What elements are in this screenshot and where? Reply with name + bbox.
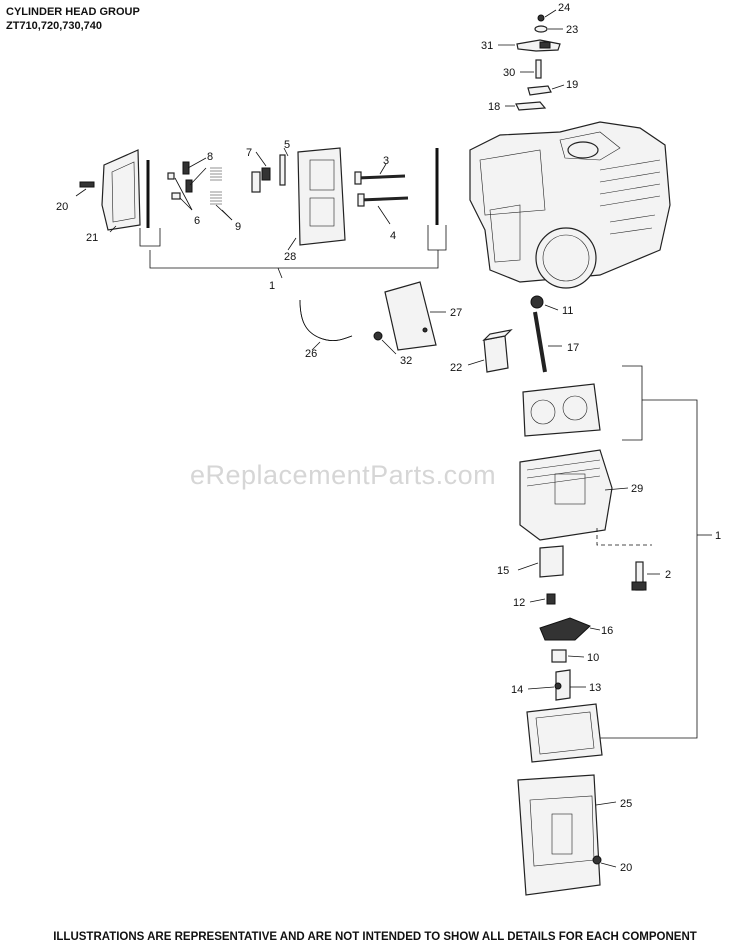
- callout-29: 29: [631, 483, 643, 495]
- callout-1-top: 1: [269, 280, 275, 292]
- part-12-fitting: [529, 593, 556, 605]
- part-9-springs: [210, 167, 233, 221]
- watermark: eReplacementParts.com: [190, 460, 497, 490]
- part-13-adjuster: [555, 669, 586, 701]
- callout-11: 11: [562, 305, 573, 317]
- part-20-screw-top: [75, 181, 95, 197]
- part-15-gasket-plate: [517, 545, 564, 578]
- gasket-left: [139, 160, 161, 247]
- part-6-retainer: [167, 172, 193, 211]
- callout-18: 18: [488, 101, 500, 113]
- part-19-link: [527, 84, 565, 96]
- part-5-guide: [279, 147, 289, 186]
- callout-9: 9: [235, 221, 241, 233]
- callout-32: 32: [400, 355, 412, 367]
- callout-6: 6: [194, 215, 200, 227]
- valve-cover-gasket: [526, 703, 603, 763]
- part-23-washer: [534, 25, 563, 33]
- callout-25: 25: [620, 798, 632, 810]
- callout-12: 12: [513, 597, 525, 609]
- callout-21: 21: [86, 232, 98, 244]
- callout-16: 16: [601, 625, 613, 637]
- disclaimer-footer: ILLUSTRATIONS ARE REPRESENTATIVE AND ARE…: [53, 931, 697, 943]
- callout-28: 28: [284, 251, 296, 263]
- part-16-rocker-arm: [539, 617, 601, 641]
- part-10-pivot: [551, 649, 585, 663]
- bracket-1-top: [149, 250, 439, 279]
- diagram-title: CYLINDER HEAD GROUP: [6, 6, 140, 18]
- part-28-head-assembly: [287, 147, 346, 251]
- callout-17: 17: [567, 342, 579, 354]
- head-gasket: [522, 383, 601, 437]
- callout-23: 23: [566, 24, 578, 36]
- callout-26: 26: [305, 348, 317, 360]
- callout-31: 31: [481, 40, 493, 52]
- part-30-stud: [520, 59, 542, 79]
- part-22-block: [467, 329, 513, 373]
- callout-22: 22: [450, 362, 462, 374]
- callout-5: 5: [284, 139, 290, 151]
- callout-1-right: 1: [715, 530, 721, 542]
- callout-15: 15: [497, 565, 509, 577]
- callout-30: 30: [503, 67, 515, 79]
- callout-10: 10: [587, 652, 599, 664]
- part-20-screw-bottom: [592, 855, 617, 868]
- callout-20-bottom: 20: [620, 862, 632, 874]
- part-7-seal: [251, 151, 271, 193]
- callout-20-top: 20: [56, 201, 68, 213]
- part-32-screw: [373, 331, 397, 355]
- callout-2: 2: [665, 569, 671, 581]
- gasket-right: [427, 148, 447, 251]
- callout-27: 27: [450, 307, 462, 319]
- part-11-nut: [530, 295, 559, 311]
- part-24-screw: [537, 9, 557, 22]
- callout-8: 8: [207, 151, 213, 163]
- part-17-pushrod: [533, 311, 562, 373]
- part-27-cover-plate: [384, 281, 446, 351]
- part-14-nut: [527, 682, 562, 690]
- part-3-intake-valve: [354, 163, 406, 185]
- callout-7: 7: [246, 147, 252, 159]
- callout-14: 14: [511, 684, 523, 696]
- model-list: ZT710,720,730,740: [6, 20, 103, 32]
- part-8-keepers: [182, 157, 207, 193]
- part-21-valve-cover: [101, 149, 141, 233]
- part-4-exhaust-valve: [357, 193, 409, 225]
- engine-block: [469, 121, 671, 289]
- part-2-bolt: [596, 528, 660, 591]
- part-29-cylinder-head: [519, 449, 629, 541]
- callout-13: 13: [589, 682, 601, 694]
- callout-3: 3: [383, 155, 389, 167]
- callout-19: 19: [566, 79, 578, 91]
- part-25-valve-cover: [517, 774, 617, 896]
- part-18-link: [505, 101, 547, 111]
- callout-4: 4: [390, 230, 396, 242]
- part-26-breather-hose: [299, 299, 353, 351]
- part-31-bracket: [498, 39, 561, 52]
- callout-24: 24: [558, 2, 570, 14]
- bracket-1-right: [600, 365, 712, 739]
